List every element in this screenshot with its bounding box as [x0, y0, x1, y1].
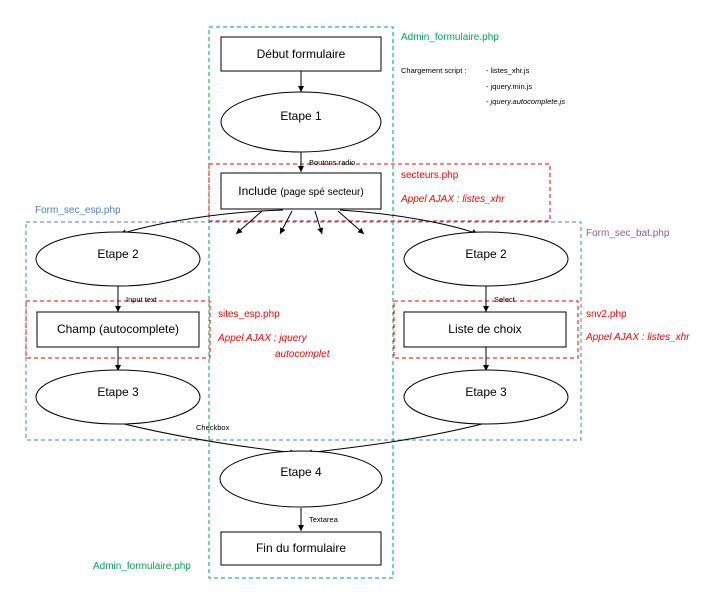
etape2-right-node — [403, 231, 569, 287]
etape1-label: Etape 1 — [280, 109, 322, 123]
script-item-2: - jquery.min.js — [486, 82, 532, 91]
debut-formulaire-box — [220, 36, 382, 72]
boutons-radio-label: Boutons radio — [309, 158, 355, 167]
snv2-ajax-label: Appel AJAX : listes_xhr — [585, 332, 690, 343]
textarea-label: Textarea — [309, 515, 339, 524]
champ-autocomplete-box — [36, 311, 200, 348]
form-sec-bat-label: Form_sec_bat.php — [586, 228, 670, 239]
admin-formulaire-top-label: Admin_formulaire.php — [401, 32, 499, 43]
edge-etape3-right-etape4 — [305, 422, 487, 456]
fin-formulaire-label: Fin du formulaire — [256, 541, 346, 555]
secteurs-frame — [208, 163, 551, 222]
secteurs-ajax-label: Appel AJAX : listes_xhr — [400, 194, 505, 205]
include-main-text: Include — [238, 184, 277, 198]
script-item-1: - listes_xhr.js — [486, 66, 530, 75]
liste-de-choix-label: Liste de choix — [448, 322, 521, 336]
chargement-script-heading: Chargement script : — [401, 66, 466, 75]
form-sec-esp-label: Form_sec_esp.php — [35, 205, 121, 216]
input-text-label: Input text — [126, 295, 158, 304]
sites-esp-ajax-label-2: autocomplet — [275, 349, 331, 360]
snv2-label: snv2.php — [586, 309, 627, 320]
etape1-node — [220, 91, 382, 153]
etape3-right-node — [403, 369, 569, 425]
include-box — [220, 172, 382, 210]
admin-formulaire-bottom-label: Admin_formulaire.php — [93, 561, 191, 572]
edge-fan-4 — [337, 210, 365, 235]
include-label: Include (page spé secteur) — [238, 184, 363, 198]
edge-fan-2 — [279, 210, 293, 235]
secteurs-label: secteurs.php — [401, 170, 459, 181]
edge-etape3-left-etape4 — [119, 422, 297, 456]
script-item-3: - jquery.autocomplete.js — [486, 97, 565, 106]
champ-autocomplete-label: Champ (autocomplete) — [57, 322, 179, 336]
etape2-left-label: Etape 2 — [97, 247, 139, 261]
etape3-left-node — [35, 369, 201, 425]
etape2-left-node — [35, 231, 201, 287]
etape4-label: Etape 4 — [280, 465, 322, 479]
checkbox-label: Checkbox — [196, 423, 230, 432]
include-small-text: (page spé secteur) — [280, 187, 363, 198]
liste-de-choix-box — [403, 311, 567, 348]
select-label: Select — [494, 295, 516, 304]
edge-fan-1 — [235, 210, 263, 235]
edge-include-etape2-right — [339, 209, 479, 235]
etape4-node — [219, 450, 383, 508]
debut-formulaire-label: Début formulaire — [257, 47, 346, 61]
etape3-left-label: Etape 3 — [97, 385, 139, 399]
fin-formulaire-box — [220, 531, 382, 566]
etape2-right-label: Etape 2 — [465, 247, 507, 261]
edge-fan-3 — [314, 210, 324, 235]
etape3-right-label: Etape 3 — [465, 385, 507, 399]
sites-esp-label: sites_esp.php — [218, 309, 280, 320]
sites-esp-ajax-label-1: Appel AJAX : jquery — [217, 333, 308, 344]
admin-formulaire-frame — [208, 26, 394, 579]
